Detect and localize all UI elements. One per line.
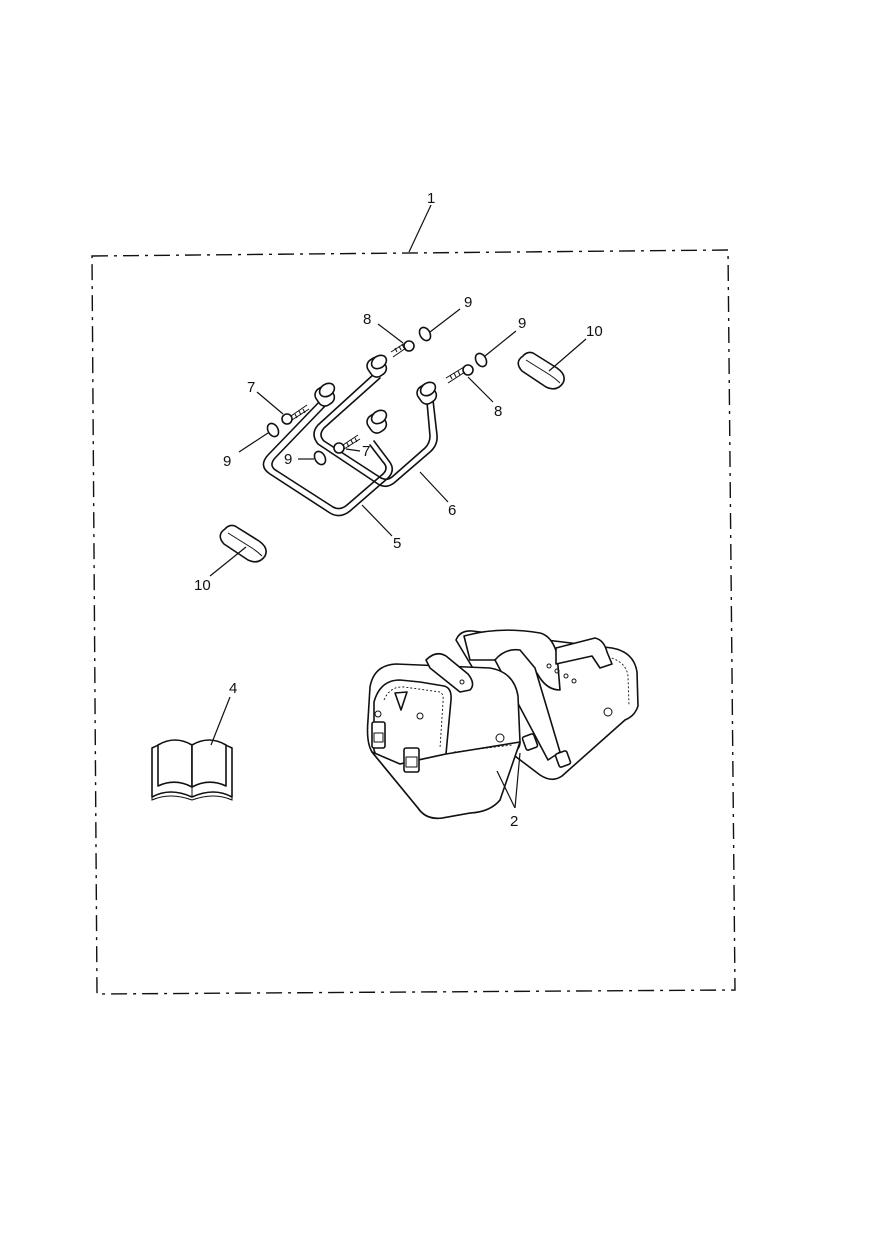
pannier-bag-front — [366, 652, 521, 820]
pannier-bag-rear — [455, 629, 639, 781]
callout-7b: 7 — [362, 443, 370, 460]
callout-9a: 9 — [223, 453, 231, 470]
callout-10a: 10 — [586, 323, 603, 340]
callout-9b: 9 — [284, 451, 292, 468]
washer-9b — [313, 450, 327, 466]
leader-line-4 — [210, 696, 231, 746]
callout-7a: 7 — [247, 379, 255, 396]
callout-2: 2 — [510, 813, 518, 830]
pannier-rail-6 — [313, 354, 438, 488]
callout-8b: 8 — [494, 403, 502, 420]
leader-line-1 — [408, 204, 432, 253]
blanking-cap-10b — [219, 524, 267, 563]
washer-9c — [418, 326, 432, 342]
leader-line-6 — [419, 471, 449, 503]
leader-line-9a — [238, 432, 269, 453]
leader-line-9c — [429, 308, 461, 333]
leader-line-2a — [496, 770, 516, 809]
leader-line-8a — [377, 323, 404, 344]
leader-line-7b — [345, 448, 361, 452]
bolt-7b — [333, 434, 361, 454]
washer-9a — [266, 422, 280, 438]
leader-line-9d — [484, 330, 517, 357]
bolt-7a — [281, 404, 310, 425]
washer-9d — [474, 352, 488, 368]
pannier-rail-5 — [262, 382, 394, 517]
bolt-8a — [390, 340, 415, 358]
leader-line-10a — [548, 338, 587, 372]
callout-9d: 9 — [518, 315, 526, 332]
callout-5: 5 — [393, 535, 401, 552]
leader-line-7a — [256, 391, 284, 415]
callout-6: 6 — [448, 502, 456, 519]
owners-handbook — [151, 739, 233, 801]
callout-1: 1 — [427, 190, 435, 207]
callout-9c: 9 — [464, 294, 472, 311]
leader-line-8b — [467, 376, 494, 403]
leader-line-5 — [361, 504, 393, 537]
bolt-8b — [445, 364, 474, 384]
callout-8a: 8 — [363, 311, 371, 328]
callout-10b: 10 — [194, 577, 211, 594]
kit-boundary — [91, 249, 736, 995]
blanking-cap-10a — [517, 351, 565, 390]
leader-line-10b — [209, 546, 247, 577]
callout-4: 4 — [229, 680, 237, 697]
leader-line-2b — [514, 752, 521, 809]
